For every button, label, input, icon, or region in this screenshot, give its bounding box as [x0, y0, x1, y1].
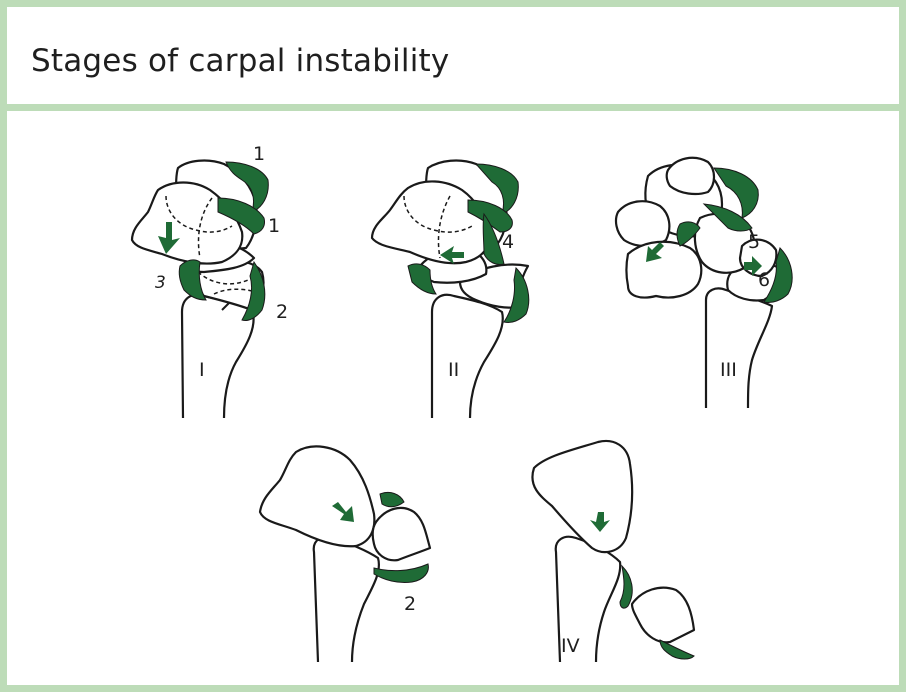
stage-3-hamate	[667, 158, 714, 194]
stage-1-label-2: 2	[276, 301, 288, 323]
stage-3-scaphoid	[627, 242, 702, 298]
detail-radius	[314, 537, 379, 662]
stage-3-roman: III	[720, 359, 737, 381]
stage-1-illustration: 1 1 2 3 I	[132, 143, 288, 418]
detail-label-2: 2	[404, 593, 416, 615]
stage-2-detail-illustration: 2	[260, 446, 430, 662]
stage-3-label-6: 6	[758, 269, 770, 291]
stage-2-radius	[432, 295, 503, 418]
stage-4-illustration: IV	[532, 441, 694, 662]
stage-1-label-1b: 1	[268, 215, 280, 237]
stage-4-capitate	[532, 441, 632, 552]
stage-3-label-5: 5	[748, 231, 760, 253]
stage-3-illustration: 5 6 III	[616, 158, 792, 408]
stage-3-trapezium	[616, 201, 669, 246]
stage-2-label-4: 4	[502, 231, 514, 253]
stage-2-roman: II	[448, 359, 459, 381]
stage-4-lunate	[632, 588, 694, 643]
stage-1-label-3: 3	[155, 273, 166, 293]
detail-ligament-2	[374, 564, 428, 583]
detail-lunate	[373, 508, 430, 560]
detail-ligament-top	[380, 492, 404, 506]
stage-2-illustration: 4 II	[372, 161, 529, 418]
stage-4-ligament-a	[620, 566, 632, 608]
stage-1-roman: I	[199, 359, 205, 381]
stage-4-roman: IV	[561, 635, 580, 657]
stage-4-ligament-b	[660, 640, 694, 659]
stage-1-label-1a: 1	[253, 143, 265, 165]
detail-capitate	[260, 446, 374, 546]
stage-3-radius	[706, 288, 772, 408]
stage-1-radius	[182, 295, 254, 418]
